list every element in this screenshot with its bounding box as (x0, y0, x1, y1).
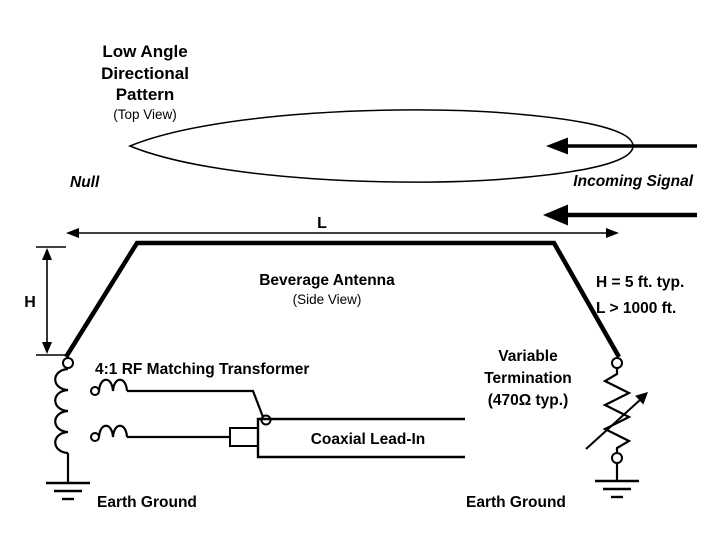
earth-ground-label-left: Earth Ground (97, 494, 197, 511)
antenna-name: Beverage Antenna (259, 272, 395, 289)
termination-resistor (602, 368, 632, 452)
pattern-title-line3: Pattern (116, 85, 175, 104)
transformer-primary-coil (54, 367, 69, 455)
ground-symbol-left (46, 481, 90, 501)
termination-label-line1: Variable (498, 348, 558, 365)
null-label: Null (70, 174, 100, 191)
secondary-bottom-terminal (90, 432, 100, 442)
termination-top-terminal (611, 357, 623, 369)
transformer-top-terminal (62, 357, 74, 369)
pattern-title-line1: Low Angle (102, 42, 187, 61)
pattern-title-line2: Directional (101, 64, 189, 83)
height-label: H (24, 294, 36, 311)
secondary-top-wire (127, 389, 265, 418)
incoming-signal-label: Incoming Signal (573, 173, 693, 190)
height-spec: H = 5 ft. typ. (596, 274, 684, 291)
transformer-secondary-coil-top (97, 378, 129, 392)
incoming-signal-arrowhead (543, 204, 568, 226)
secondary-top-terminal (90, 386, 100, 396)
variable-arrow-shaft (585, 399, 641, 450)
termination-label-line2: Termination (484, 370, 572, 387)
coax-connector (229, 427, 259, 447)
height-arrowhead-bottom (42, 342, 52, 354)
coax-body (256, 417, 465, 459)
antenna-wire (64, 240, 621, 359)
ground-symbol-right (595, 479, 639, 499)
termination-label-line3: (470Ω typ.) (488, 392, 568, 409)
transformer-secondary-coil-bottom (97, 424, 129, 438)
length-arrowhead-left (66, 228, 79, 238)
pattern-subtitle: (Top View) (113, 107, 177, 122)
termination-bottom-terminal (611, 452, 623, 464)
variable-arrowhead (635, 392, 648, 405)
length-spec: L > 1000 ft. (596, 300, 676, 317)
coax-label: Coaxial Lead-In (311, 431, 426, 448)
pattern-arrowhead (546, 137, 568, 155)
length-label: L (317, 215, 327, 232)
transformer-label: 4:1 RF Matching Transformer (95, 361, 309, 378)
length-arrowhead-right (606, 228, 619, 238)
antenna-subtitle: (Side View) (293, 292, 362, 307)
height-arrowhead-top (42, 248, 52, 260)
earth-ground-label-right: Earth Ground (466, 494, 566, 511)
